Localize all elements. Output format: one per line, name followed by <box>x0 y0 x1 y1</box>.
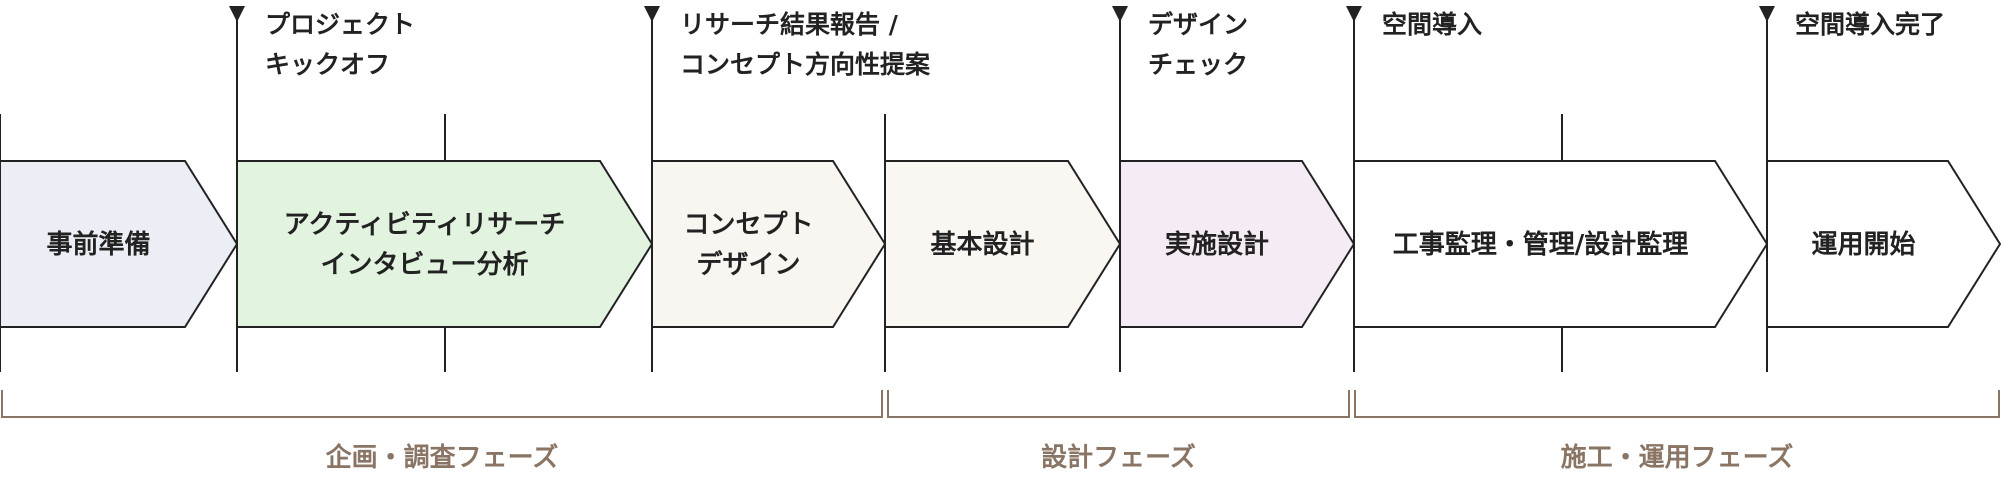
step-label: 基本設計 <box>930 229 1034 260</box>
phase-bracket <box>887 390 1350 418</box>
milestone-label: 空間導入 <box>1382 10 1482 39</box>
step-label: コンセプト <box>683 210 813 240</box>
milestone-marker-icon <box>1112 6 1128 22</box>
step-label: インタビュー分析 <box>320 250 528 280</box>
step-arrow <box>884 160 1122 328</box>
phase-bracket <box>1 390 883 418</box>
step-arrow <box>651 160 887 328</box>
step-arrow <box>0 160 239 328</box>
milestone-label: チェック <box>1148 50 1248 79</box>
milestone-label: キックオフ <box>265 50 390 79</box>
milestone-label: リサーチ結果報告 / <box>680 10 899 39</box>
step-label: 事前準備 <box>46 229 150 260</box>
step-label: アクティビティリサーチ <box>284 210 566 240</box>
phase-label: 設計フェーズ <box>1041 442 1196 473</box>
step-label: 運用開始 <box>1811 230 1915 260</box>
step-label: デザイン <box>696 249 800 280</box>
milestone-marker-icon <box>1759 6 1775 22</box>
phase-brackets: 企画・調査フェーズ 設計フェーズ 施工・運用フェーズ <box>1 390 2000 473</box>
phase-bracket <box>1354 390 2000 418</box>
milestone-marker-icon <box>229 6 245 22</box>
milestone-label: コンセプト方向性提案 <box>680 50 931 79</box>
milestone-label: プロジェクト <box>265 10 415 39</box>
milestone-marker-icon <box>644 6 660 22</box>
milestone-marker-icon <box>1346 6 1362 22</box>
milestone-label: デザイン <box>1148 10 1248 39</box>
milestone-label: 空間導入完了 <box>1795 10 1945 39</box>
phase-label: 企画・調査フェーズ <box>326 442 559 473</box>
phase-label: 施工・運用フェーズ <box>1561 442 1794 473</box>
step-arrow <box>236 160 654 328</box>
step-label: 工事監理・管理/設計監理 <box>1393 229 1689 260</box>
step-label: 実施設計 <box>1165 229 1269 260</box>
